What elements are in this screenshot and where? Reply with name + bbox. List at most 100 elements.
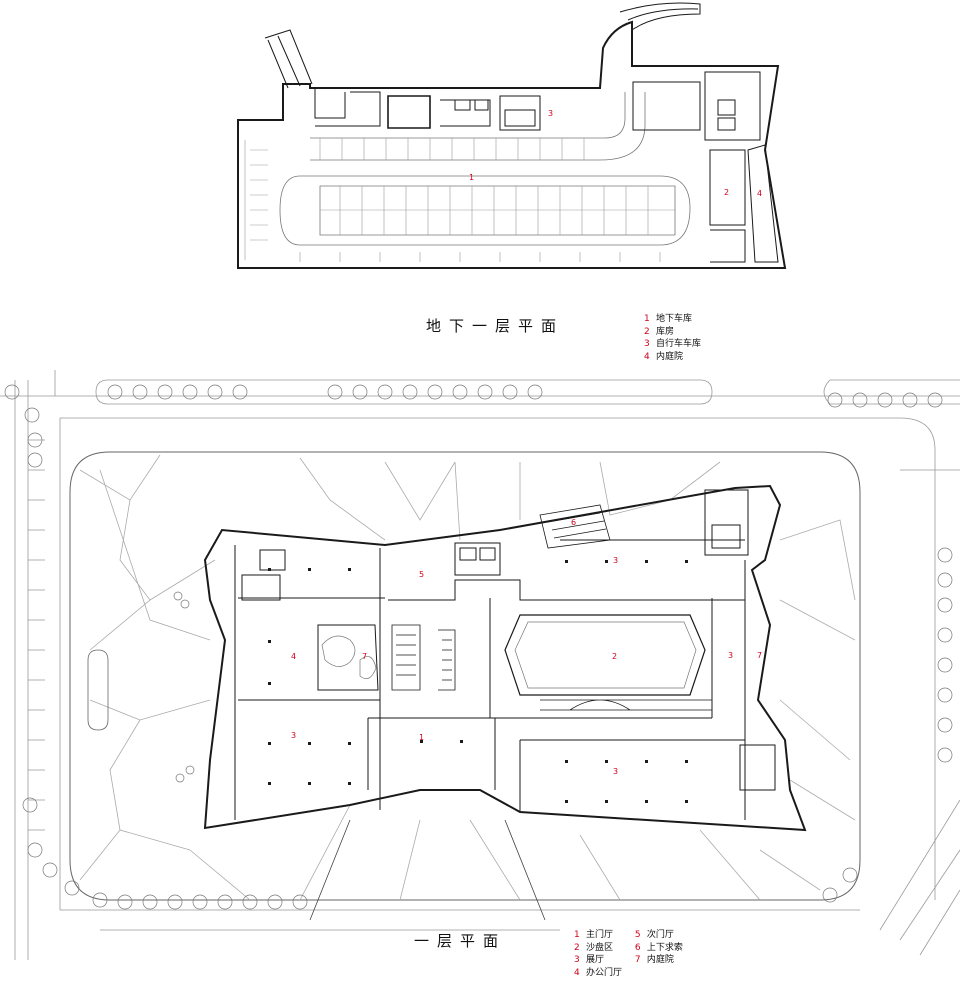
basement-inner-island [319, 185, 676, 236]
legend-item: 1 主门厅 [574, 929, 622, 942]
trees-right-column [937, 547, 953, 763]
garden-shards-right [759, 519, 856, 891]
site-context [0, 370, 960, 960]
garden-shards-left [79, 454, 251, 901]
right-road [879, 469, 960, 956]
basement-plan [237, 2, 787, 269]
legend-text: 主门厅 [586, 930, 614, 940]
core-northwest [241, 549, 286, 601]
lobby-stair [438, 629, 456, 691]
ground-label-7-east: 7 [757, 651, 762, 660]
ground-outer-wall [203, 484, 807, 832]
trees-bottom-row [42, 862, 858, 910]
planter-left [87, 649, 109, 731]
basement-parking-stalls [244, 138, 675, 262]
ground-legend-right-column: 5 次门厅 6 上下求索 7 内庭院 [635, 929, 683, 967]
legend-number: 6 [634, 942, 641, 953]
trees-top-row [4, 384, 943, 408]
legend-number: 4 [644, 351, 650, 362]
legend-text: 上下求索 [646, 942, 683, 953]
entry-axis-lines [309, 819, 546, 921]
basement-drive-aisle [279, 92, 691, 246]
basement-label-4: 4 [757, 189, 762, 198]
site-boundary [69, 451, 861, 901]
garden-shards-bottom [299, 804, 761, 901]
basement-label-2: 2 [724, 188, 729, 197]
legend-item: 4 内庭院 [644, 351, 701, 364]
ground-legend-left-column: 1 主门厅 2 沙盘区 3 展厅 4 办公门厅 [574, 929, 622, 979]
ground-label-6: 6 [571, 518, 576, 527]
legend-text: 展厅 [586, 955, 605, 965]
structural-columns [268, 560, 688, 803]
stair-block-lobby [391, 624, 421, 691]
ground-label-2: 2 [612, 652, 617, 661]
sand-table-rail [540, 699, 712, 711]
core-southeast [739, 744, 776, 791]
basement-service-rooms [314, 71, 761, 263]
ground-label-7-courtyard: 7 [362, 652, 367, 661]
ground-plan-title: 一层平面 [414, 932, 507, 950]
legend-text: 次门厅 [646, 930, 674, 940]
legend-text: 库房 [656, 326, 675, 337]
ground-label-5: 5 [419, 570, 424, 579]
legend-number: 1 [644, 314, 650, 324]
basement-ramp-right [619, 2, 701, 31]
legend-number: 1 [574, 930, 580, 940]
legend-text: 内庭院 [656, 351, 684, 362]
ground-label-1: 1 [419, 733, 424, 742]
legend-item: 3 展厅 [574, 954, 622, 967]
ground-floor-building [203, 484, 807, 832]
basement-label-3: 3 [548, 109, 553, 118]
legend-number: 2 [574, 942, 580, 953]
trees-garden [173, 591, 195, 783]
search-stair [539, 504, 611, 549]
legend-item: 2 沙盘区 [574, 942, 622, 955]
legend-item: 1 地下车库 [644, 313, 701, 326]
inner-courtyard [317, 624, 379, 691]
sand-table [504, 614, 706, 696]
legend-text: 地下车库 [656, 314, 693, 324]
basement-plan-title: 地下一层平面 [426, 317, 565, 335]
legend-item: 5 次门厅 [635, 929, 683, 942]
basement-outer-wall [237, 20, 787, 269]
ground-partitions [234, 539, 746, 820]
ground-room-labels: 1 2 3 3 3 3 4 5 6 7 7 [291, 518, 762, 776]
legend-item: 6 上下求索 [635, 942, 683, 955]
bottom-curb [60, 909, 860, 931]
legend-text: 自行车车库 [656, 339, 702, 349]
core-northeast [704, 489, 749, 556]
legend-number: 7 [634, 955, 641, 965]
legend-text: 沙盘区 [586, 942, 614, 953]
legend-number: 3 [574, 955, 580, 965]
basement-legend: 1 地下车库 2 库房 3 自行车车库 4 内庭院 [644, 313, 701, 363]
left-sidewalk [14, 380, 45, 960]
legend-item: 7 内庭院 [635, 954, 683, 967]
legend-number: 3 [644, 339, 650, 349]
sand-table-inner [514, 621, 697, 689]
planting-strip-top-left [95, 379, 713, 405]
ground-label-3-east: 3 [728, 651, 733, 660]
legend-number: 4 [574, 967, 580, 978]
basement-ramp-left [264, 29, 313, 89]
legend-number: 2 [644, 326, 650, 337]
ground-label-3-north: 3 [613, 556, 618, 565]
legend-number: 5 [634, 930, 641, 940]
core-north [454, 542, 501, 576]
basement-label-1: 1 [469, 173, 474, 182]
trees [4, 384, 953, 910]
ground-label-4: 4 [291, 652, 296, 661]
basement-courtyard [747, 144, 779, 263]
ground-legend: 1 主门厅 2 沙盘区 3 展厅 4 办公门厅 5 次门厅 6 上下求索 7 内… [574, 929, 693, 979]
legend-item: 4 办公门厅 [574, 967, 622, 980]
legend-text: 办公门厅 [586, 967, 623, 978]
legend-item: 3 自行车车库 [644, 338, 701, 351]
courtyard-landscape [321, 635, 377, 679]
trees-left-column [22, 407, 43, 858]
legend-text: 内庭院 [646, 955, 674, 965]
legend-item: 2 库房 [644, 326, 701, 339]
ground-label-3-south: 3 [613, 767, 618, 776]
garden-shards-top [299, 457, 721, 541]
basement-room-labels: 1 2 3 4 [469, 109, 762, 198]
ground-label-3-west: 3 [291, 731, 296, 740]
